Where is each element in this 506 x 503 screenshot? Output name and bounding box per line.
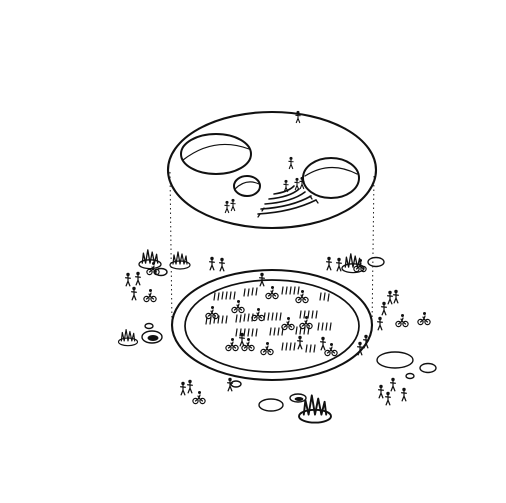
projection-line-right bbox=[372, 176, 374, 328]
person-icon bbox=[298, 336, 303, 349]
canopy-opening-small bbox=[234, 176, 260, 196]
person-icon bbox=[220, 258, 225, 271]
person-icon bbox=[378, 317, 383, 330]
bicycle-icon bbox=[418, 312, 430, 325]
bicycle-icon bbox=[144, 289, 156, 302]
bicycle-icon bbox=[325, 343, 337, 356]
person-icon bbox=[210, 257, 215, 270]
person-icon bbox=[388, 291, 393, 304]
person-icon bbox=[225, 201, 229, 213]
bicycle-icon bbox=[252, 308, 264, 321]
bicycle-icon bbox=[193, 391, 205, 404]
person-icon bbox=[231, 199, 235, 211]
person-icon bbox=[132, 287, 137, 300]
bicycle-icon bbox=[261, 342, 273, 355]
stone-icon bbox=[420, 364, 436, 373]
stone-icon bbox=[290, 394, 306, 402]
stone-icon bbox=[142, 331, 162, 343]
stone-icon bbox=[145, 324, 153, 329]
person-icon bbox=[394, 290, 399, 303]
person-icon bbox=[289, 157, 293, 169]
person-icon bbox=[126, 273, 131, 286]
tree-icon bbox=[299, 395, 331, 422]
person-icon bbox=[284, 180, 288, 192]
canopy-opening-right bbox=[303, 158, 359, 198]
bicycle-icon bbox=[282, 317, 294, 330]
person-icon bbox=[240, 333, 245, 346]
person-icon bbox=[295, 178, 299, 190]
stone-icon bbox=[377, 352, 413, 368]
stone-icon bbox=[368, 258, 384, 267]
stone-icon bbox=[259, 399, 283, 411]
person-icon bbox=[321, 337, 326, 350]
bicycle-icon bbox=[266, 286, 278, 299]
person-icon bbox=[296, 111, 300, 123]
bicycle-icon bbox=[300, 316, 312, 329]
tree-icon bbox=[139, 250, 161, 269]
person-icon bbox=[327, 257, 332, 270]
bicycle-parking-rows bbox=[206, 287, 331, 352]
canopy-opening-large bbox=[181, 134, 251, 174]
person-icon bbox=[379, 385, 384, 398]
person-icon bbox=[181, 382, 186, 395]
bicycle-icon bbox=[206, 306, 218, 319]
bicycle-icon bbox=[226, 338, 238, 351]
stone-icon bbox=[231, 381, 241, 387]
person-icon bbox=[337, 258, 342, 271]
bicycle-icon bbox=[396, 314, 408, 327]
tree-icon bbox=[170, 252, 190, 269]
person-icon bbox=[188, 380, 193, 393]
bicycle-icon bbox=[232, 300, 244, 313]
stone-icon bbox=[406, 374, 414, 379]
canopy-disc bbox=[168, 112, 376, 228]
person-icon bbox=[386, 392, 391, 405]
person-icon bbox=[391, 378, 396, 391]
person-icon bbox=[382, 302, 387, 315]
plaza-inner-ring bbox=[185, 280, 359, 372]
person-icon bbox=[136, 272, 141, 285]
people-group bbox=[126, 111, 407, 405]
projection-line-left bbox=[170, 172, 172, 326]
person-icon bbox=[402, 388, 407, 401]
canopy-outline bbox=[168, 112, 376, 228]
plant-icon bbox=[119, 330, 138, 346]
person-icon bbox=[260, 273, 265, 286]
